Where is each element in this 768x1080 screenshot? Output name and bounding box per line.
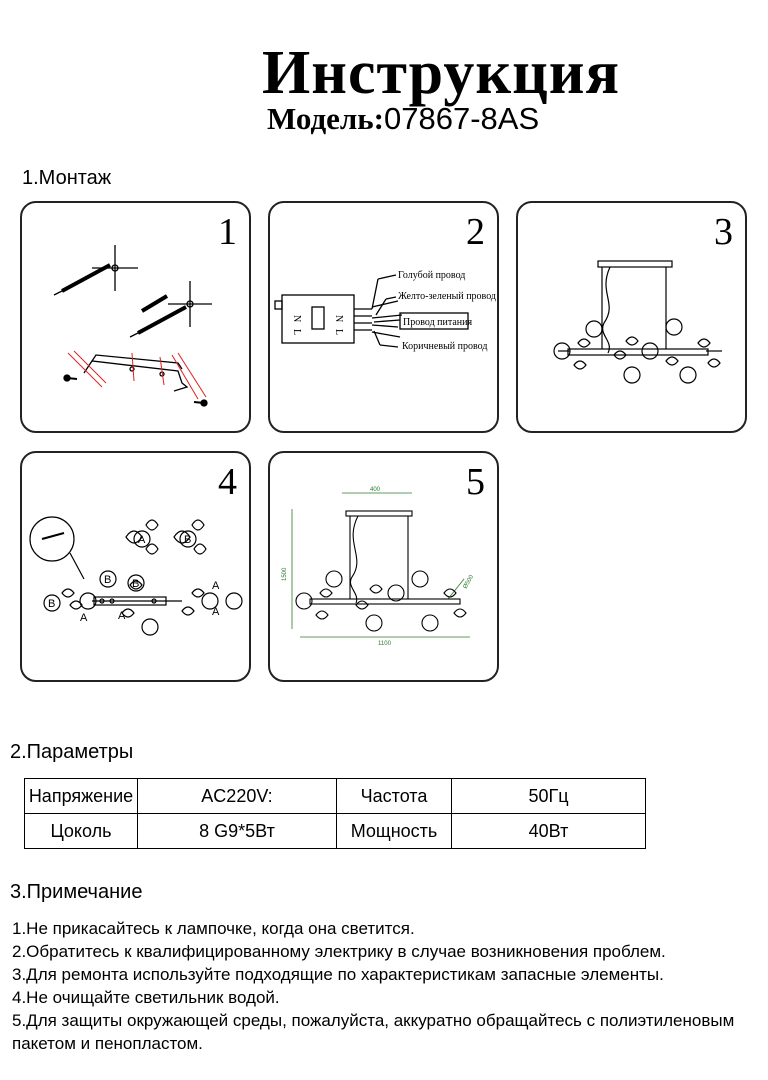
step-number: 5 — [466, 461, 485, 503]
step-number: 2 — [466, 211, 485, 253]
table-row: Напряжение AC220V: Частота 50Гц — [24, 778, 646, 814]
table-cell: Напряжение — [24, 778, 138, 814]
marker-a: A — [212, 580, 220, 592]
marker-a: A — [80, 612, 88, 624]
dim-width-canopy: 400 — [370, 487, 381, 493]
marker-b: B — [48, 598, 55, 610]
list-item: 5.Для защиты окружающей среды, пожалуйст… — [12, 1011, 735, 1053]
step-panel-3: 3 — [516, 201, 747, 433]
step-panel-2: 2 N L N L Голубой провод Желто-зеленый п… — [268, 201, 499, 433]
wire-label-brown: Коричневый провод — [402, 341, 487, 352]
marker-a: A — [138, 534, 146, 546]
step-panel-5: 5 400 1500 Ø500 1100 — [268, 451, 499, 682]
dim-length: 1100 — [378, 641, 392, 647]
marker-a: A — [118, 610, 126, 622]
section-heading-mounting: 1.Монтаж — [22, 167, 112, 189]
section-heading-params: 2.Параметры — [10, 741, 134, 763]
terminal-letter: N — [333, 315, 344, 322]
marker-a: A — [212, 606, 220, 618]
table-cell: 8 G9*5Вт — [137, 813, 337, 849]
dim-diameter: Ø500 — [463, 574, 476, 590]
model-label: Модель: — [267, 101, 385, 136]
marker-b: B — [104, 574, 111, 586]
table-cell: Мощность — [336, 813, 452, 849]
dimensions-diagram: 400 1500 Ø500 1100 — [282, 487, 476, 647]
list-item: 4.Не очищайте светильник водой. — [12, 988, 280, 1007]
wire-label-blue: Голубой провод — [398, 270, 465, 281]
list-item: 1.Не прикасайтесь к лампочке, когда она … — [12, 919, 415, 938]
parameters-table: Напряжение AC220V: Частота 50Гц Цоколь 8… — [24, 778, 646, 849]
table-cell: Частота — [336, 778, 452, 814]
model-value: 07867-8AS — [384, 101, 540, 136]
marker-b: B — [132, 578, 139, 590]
table-cell: 50Гц — [451, 778, 646, 814]
step-panel-4: 4 A B B B B A A — [20, 451, 251, 682]
dim-height: 1500 — [282, 567, 288, 581]
section-heading-notes: 3.Примечание — [10, 881, 143, 903]
step-panel-1: 1 — [20, 201, 251, 433]
list-item: 2.Обратитесь к квалифицированному электр… — [12, 942, 666, 961]
notes-list: 1.Не прикасайтесь к лампочке, когда она … — [12, 917, 756, 1055]
step-number: 3 — [714, 211, 733, 253]
table-cell: Цоколь — [24, 813, 138, 849]
step-number: 4 — [218, 461, 237, 503]
terminal-letter: L — [291, 329, 302, 335]
arm-assembly-diagram: A B B B B A A A A — [29, 516, 243, 636]
marker-b: B — [184, 534, 191, 546]
table-row: Цоколь 8 G9*5Вт Мощность 40Вт — [24, 813, 646, 849]
mounting-bracket-diagram — [53, 245, 212, 407]
step-number: 1 — [218, 211, 237, 253]
list-item: 3.Для ремонта используйте подходящие по … — [12, 965, 664, 984]
page-title: Инструкция — [262, 39, 621, 107]
table-cell: 40Вт — [451, 813, 646, 849]
table-cell: AC220V: — [137, 778, 337, 814]
model-line: Модель:07867-8AS — [267, 100, 539, 138]
fixture-assembled-diagram — [553, 260, 722, 384]
wiring-diagram: N L N L Голубой провод Желто-зеленый про… — [274, 270, 496, 352]
terminal-letter: L — [333, 329, 344, 335]
wire-label-yellow-green: Желто-зеленый провод — [398, 291, 496, 302]
terminal-letter: N — [291, 315, 302, 322]
wire-label-power: Провод питания — [403, 317, 473, 328]
